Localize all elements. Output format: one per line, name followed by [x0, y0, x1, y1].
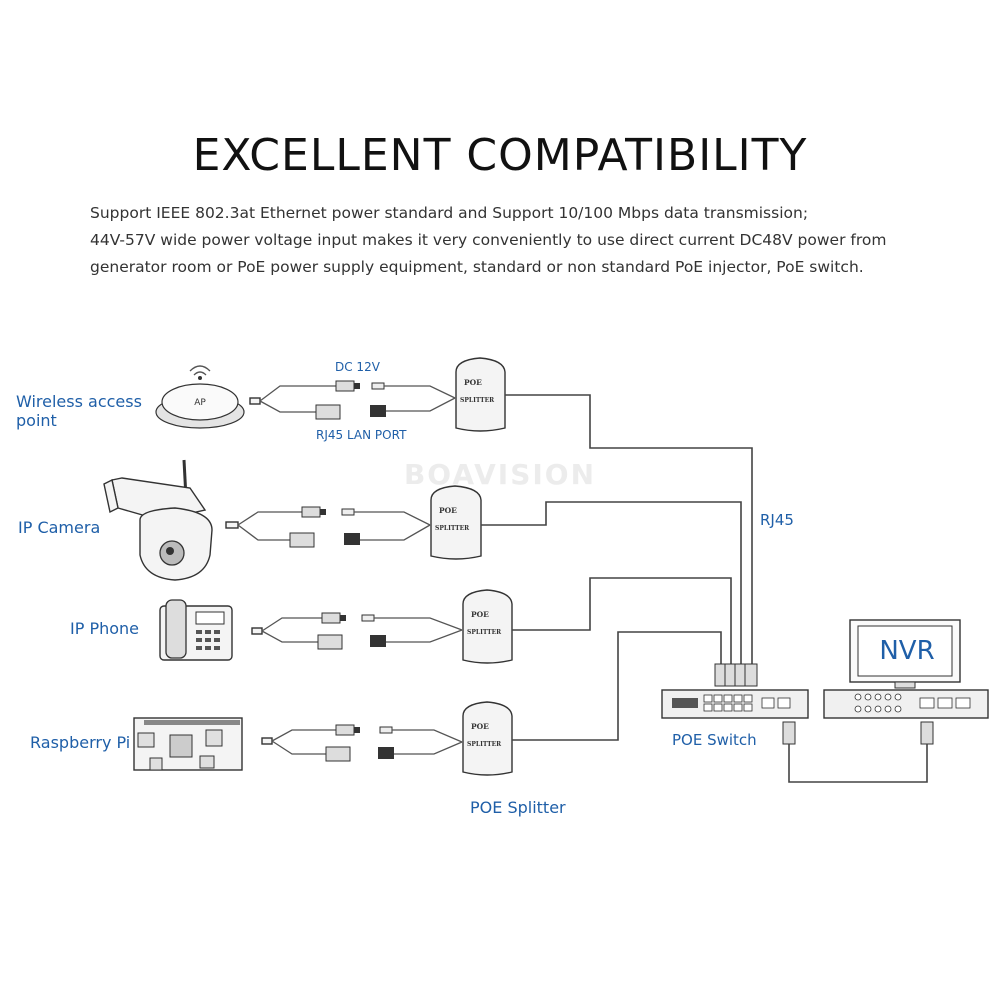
svg-text:POE: POE [471, 610, 489, 619]
svg-text:POE: POE [464, 378, 482, 387]
nvr-monitor [849, 619, 961, 689]
switch-nvr-link [782, 721, 934, 783]
svg-text:SPLITTER: SPLITTER [467, 741, 502, 748]
rj45-lan-port-label: RJ45 LAN PORT [316, 428, 407, 442]
raspberry-pi-label: Raspberry Pi [30, 733, 130, 752]
poe-splitter-3: POE SPLITTER [462, 589, 513, 664]
cable-ap [259, 380, 456, 420]
rj45-label: RJ45 [760, 511, 794, 529]
page-title: EXCELLENT COMPATIBILITY [192, 130, 808, 181]
poe-splitter-2: POE SPLITTER [430, 485, 482, 560]
poe-switch-label: POE Switch [672, 731, 757, 749]
description-line-3: generator room or PoE power supply equip… [90, 258, 864, 276]
raspberry-pi-device [133, 717, 273, 771]
nvr-label: NVR [879, 636, 934, 666]
wireless-ap-label-2: point [16, 411, 57, 430]
wireless-ap-label-1: Wireless access [16, 392, 142, 411]
description-line-2: 44V-57V wide power voltage input makes i… [90, 231, 887, 249]
cable-camera [237, 506, 431, 548]
ap-badge: AP [194, 398, 206, 408]
description: Support IEEE 802.3at Ethernet power stan… [90, 200, 950, 281]
cable-phone [261, 612, 463, 650]
poe-splitter-4: POE SPLITTER [462, 701, 513, 776]
dc-label: DC 12V [335, 360, 381, 374]
wireless-ap-device: AP [155, 365, 261, 429]
cable-raspberry-pi [271, 724, 463, 762]
svg-text:SPLITTER: SPLITTER [435, 525, 470, 532]
poe-splitter-1: POE SPLITTER [455, 357, 506, 432]
poe-splitter-label: POE Splitter [470, 798, 566, 817]
ip-phone-device [159, 599, 263, 661]
rj45-uplinks [481, 394, 753, 741]
svg-text:POE: POE [471, 722, 489, 731]
ip-phone-label: IP Phone [70, 619, 139, 638]
ip-camera-label: IP Camera [18, 518, 100, 537]
svg-text:POE: POE [439, 506, 457, 515]
ip-camera-device [103, 459, 239, 581]
nvr-recorder [823, 689, 989, 719]
switch-plugs [714, 663, 758, 687]
description-line-1: Support IEEE 802.3at Ethernet power stan… [90, 204, 809, 222]
svg-text:SPLITTER: SPLITTER [460, 397, 495, 404]
poe-switch-device [661, 689, 809, 719]
watermark: BOAVISION [404, 458, 596, 491]
svg-text:SPLITTER: SPLITTER [467, 629, 502, 636]
